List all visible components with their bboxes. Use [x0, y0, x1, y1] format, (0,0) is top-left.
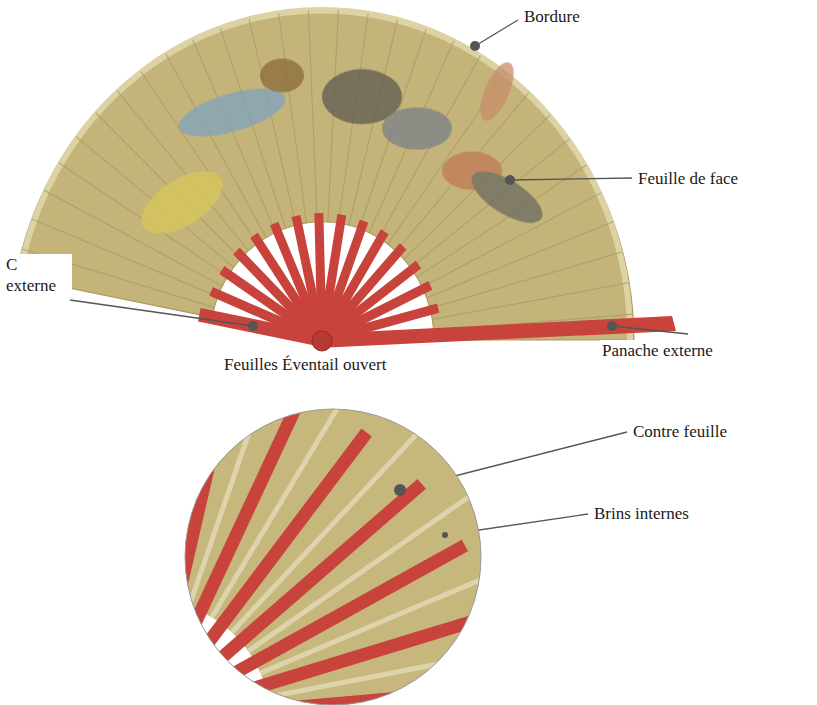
- part-label: Panache externe: [600, 340, 715, 361]
- part-label: Feuilles Éventail ouvert: [222, 354, 388, 375]
- part-label: Bordure: [522, 6, 582, 27]
- part-label: C externe: [4, 254, 72, 297]
- part-label: Brins internes: [592, 503, 691, 524]
- part-label: Feuille de face: [636, 168, 740, 189]
- part-label: Contre feuille: [631, 421, 729, 442]
- zoom-detail: [30, 302, 562, 705]
- open-fan: [16, 10, 634, 340]
